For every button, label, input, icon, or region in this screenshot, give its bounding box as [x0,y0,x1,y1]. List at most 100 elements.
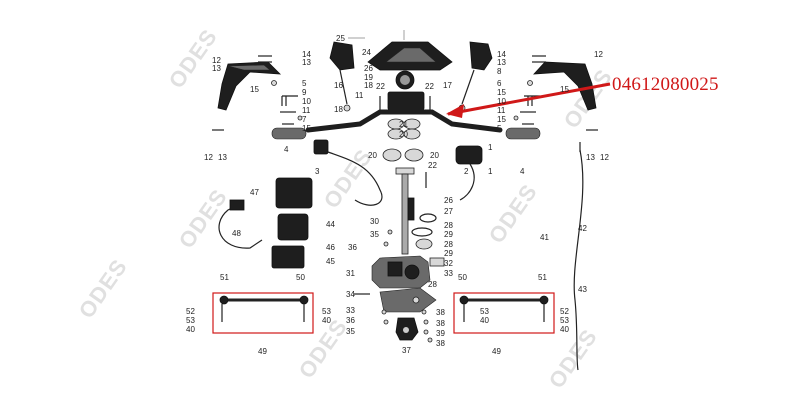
steering-column [383,167,437,255]
part-label: 36 [348,243,357,252]
mirror-right [458,41,493,112]
part-label: 12 [600,153,609,162]
part-label: 17 [443,81,452,90]
instrument-cluster [348,30,453,111]
highlight-box-right [453,292,555,334]
part-label: 8 [497,67,502,76]
part-label: 39 [436,329,445,338]
watermark: ODES [74,254,133,323]
part-label: 22 [376,82,385,91]
part-label: 5 [497,124,502,133]
part-label: 36 [346,316,355,325]
part-label: 33 [444,269,453,278]
part-label: 13 [218,153,227,162]
part-label: 9 [302,88,307,97]
part-label: 49 [492,347,501,356]
part-label: 44 [326,220,335,229]
part-label: 15 [497,115,506,124]
part-label: 13 [302,58,311,67]
part-label: 22 [425,82,434,91]
hardware-right [513,55,598,131]
part-label: 49 [258,347,267,356]
part-label: 37 [402,346,411,355]
part-label: 50 [296,273,305,282]
tie-rod-left [212,292,314,334]
part-label: 4 [520,167,525,176]
part-label: 33 [346,306,355,315]
lower-clamps [382,148,427,188]
part-label: 26 [444,196,453,205]
part-label: 13 [586,153,595,162]
part-label: 13 [212,64,221,73]
part-label: 46 [326,243,335,252]
part-label: 22 [428,161,437,170]
mirror-left [329,41,355,112]
part-label: 40 [322,316,331,325]
part-label: 53 [560,316,569,325]
part-label: 38 [436,308,445,317]
part-label: 7 [302,115,307,124]
watermarks: ODES ODES ODES ODES ODES ODES ODES ODES [74,24,618,393]
part-label: 45 [326,257,335,266]
part-label: 53 [480,307,489,316]
part-label: 1 [488,167,493,176]
part-label: 20 [430,151,439,160]
part-label: 6 [497,79,502,88]
part-label: 38 [436,339,445,348]
part-label: 12 [204,153,213,162]
part-label: 53 [186,316,195,325]
handguard-right [533,61,597,111]
part-label: 15 [497,88,506,97]
part-label: 38 [436,319,445,328]
part-label: 11 [302,106,311,115]
controls [313,139,483,206]
part-label: 51 [538,273,547,282]
part-label: 12 [212,56,221,65]
part-label: 50 [458,273,467,282]
steering-stem [354,255,445,343]
part-label: 16 [334,81,343,90]
part-label: 34 [346,290,355,299]
part-label: 26 [364,64,373,73]
part-label: 20 [368,151,377,160]
watermark: ODES [544,324,603,393]
part-label: 40 [480,316,489,325]
part-label: 52 [186,307,195,316]
part-label: 47 [250,188,259,197]
part-label: 41 [540,233,549,242]
part-label: 19 [364,73,373,82]
part-label: 51 [220,273,229,282]
part-label: 31 [346,269,355,278]
cable [573,142,584,371]
part-label: 15 [302,124,311,133]
part-label: 12 [594,50,603,59]
watermark: ODES [484,179,543,248]
part-number-callout: 04612080025 [612,74,719,95]
part-label: 25 [336,34,345,43]
part-label: 52 [560,307,569,316]
part-label: 24 [362,48,371,57]
part-label: 30 [370,217,379,226]
part-label: 11 [497,106,506,115]
callout-arrow [446,82,611,118]
part-label: 13 [497,58,506,67]
part-label: 14 [302,50,311,59]
part-label: 15 [250,85,259,94]
part-label: 40 [560,325,569,334]
highlight-box-left [212,292,314,334]
part-labels: 25 24 26 19 18 17 16 22 11 22 18 21 20 1… [186,34,609,356]
watermark: ODES [174,184,233,253]
part-label: 28 [444,240,453,249]
part-label: 15 [560,85,569,94]
part-label: 28 [444,221,453,230]
part-label: 20 [399,130,408,139]
part-label: 2 [464,167,469,176]
part-label: 10 [497,97,506,106]
part-label: 11 [355,91,364,100]
part-label: 42 [578,224,587,233]
part-label: 53 [322,307,331,316]
part-label: 35 [346,327,355,336]
part-label: 4 [284,145,289,154]
part-label: 35 [370,230,379,239]
